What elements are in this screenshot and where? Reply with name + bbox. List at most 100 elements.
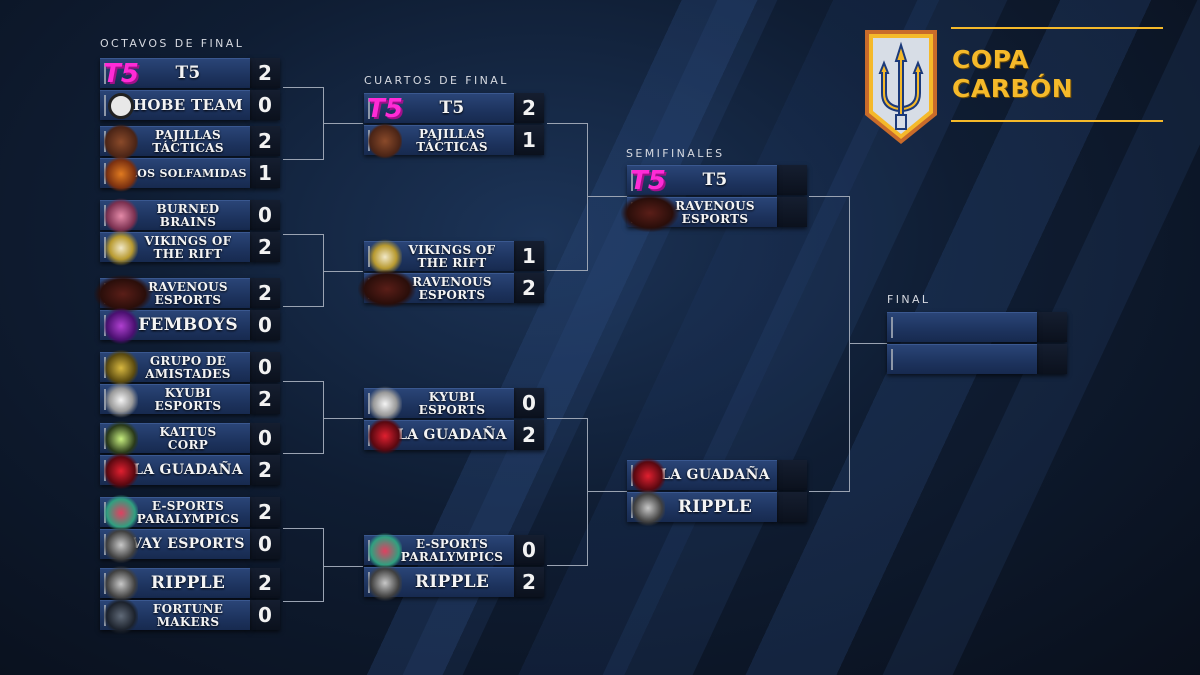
bracket-connector (283, 306, 323, 307)
team-name: E-SPORTS PARALYMPICS (136, 498, 240, 526)
team-name: T5 (702, 170, 728, 190)
team-score: 2 (250, 497, 280, 527)
team-name: VAY ESPORTS (131, 536, 245, 552)
team-name: E-SPORTS PARALYMPICS (400, 536, 504, 564)
bracket-connector (323, 271, 363, 272)
bracket-slot[interactable]: E-SPORTS PARALYMPICS 0 (364, 532, 544, 570)
team-name: PAJILLAS TÁCTICAS (152, 127, 224, 155)
bracket-connector (323, 381, 324, 454)
team-score: 0 (250, 529, 280, 559)
ripple-logo-icon (368, 564, 402, 602)
team-score: 2 (514, 273, 544, 303)
bracket-slot[interactable]: PAJILLAS TÁCTICAS 2 (100, 123, 280, 161)
brand-rule-top (951, 27, 1163, 29)
esports-paralympics-logo-icon (104, 494, 138, 532)
bracket-slot[interactable]: RAVENOUS ESPORTS 2 (94, 275, 280, 313)
bracket-slot[interactable]: FEMBOYS 0 (100, 307, 280, 345)
team-score: 1 (514, 125, 544, 155)
vikings-of-the-rift-logo-icon (368, 238, 402, 276)
bracket-slot[interactable]: FORTUNE MAKERS 0 (100, 597, 280, 635)
team-name: T5 (175, 63, 201, 83)
bracket-slot[interactable]: KATTUS CORP 0 (100, 420, 280, 458)
bracket-connector (547, 565, 587, 566)
vay-esports-logo-icon (104, 526, 138, 564)
kattus-corp-logo-icon (104, 420, 138, 458)
team-score (777, 197, 807, 227)
team-score: 1 (514, 241, 544, 271)
bracket-slot[interactable]: KYUBI ESPORTS 2 (100, 381, 280, 419)
team-score (777, 165, 807, 195)
bracket-connector (283, 159, 323, 160)
pajillas-tacticas-logo-icon (104, 123, 138, 161)
team-score (1037, 344, 1067, 374)
bracket-slot[interactable]: VIKINGS OF THE RIFT 2 (100, 229, 280, 267)
team-score: 2 (250, 126, 280, 156)
bracket-connector (547, 418, 587, 419)
team-score (777, 492, 807, 522)
bracket-slot[interactable]: HOBE TEAM 0 (100, 90, 280, 120)
grupo-de-amistades-logo-icon (104, 349, 138, 387)
team-score: 2 (250, 384, 280, 414)
bracket-slot[interactable]: BURNED BRAINS 0 (100, 197, 280, 235)
bracket-slot[interactable]: T5 T5 2 (100, 58, 280, 89)
team-score: 2 (250, 455, 280, 485)
bracket-slot[interactable]: RAVENOUS ESPORTS (621, 194, 807, 232)
team-name: BURNED BRAINS (156, 201, 220, 229)
bracket-connector (587, 491, 627, 492)
team-score: 0 (250, 90, 280, 120)
bracket-connector (587, 418, 588, 566)
bracket-slot[interactable]: RIPPLE (627, 489, 807, 527)
team-name: LA GUADAÑA (133, 462, 243, 478)
team-score: 0 (514, 535, 544, 565)
team-score: 0 (250, 600, 280, 630)
bracket-slot[interactable]: E-SPORTS PARALYMPICS 2 (100, 494, 280, 532)
bracket-slot[interactable]: LA GUADAÑA 2 (100, 452, 280, 490)
bracket-slot[interactable]: VAY ESPORTS 0 (100, 526, 280, 564)
team-score: 2 (250, 278, 280, 308)
bracket-slot[interactable]: RIPPLE 2 (100, 565, 280, 603)
bracket-connector (547, 123, 587, 124)
bracket-slot[interactable]: LA GUADAÑA 2 (364, 417, 544, 455)
fortune-makers-logo-icon (104, 597, 138, 635)
bracket-slot[interactable]: RAVENOUS ESPORTS 2 (358, 270, 544, 308)
team-score: 0 (250, 310, 280, 340)
bracket-connector (547, 270, 587, 271)
t5-logo-icon: T5 (103, 59, 139, 89)
bracket-connector (283, 453, 323, 454)
bracket-slot[interactable]: GRUPO DE AMISTADES 0 (100, 349, 280, 387)
team-name: T5 (439, 98, 465, 118)
team-name: RIPPLE (414, 572, 490, 592)
team-name: KYUBI ESPORTS (154, 385, 222, 413)
final-slot[interactable] (887, 344, 1067, 374)
bracket-connector (323, 123, 363, 124)
burned-brains-logo-icon (104, 197, 138, 235)
bracket-slot[interactable]: LA GUADAÑA (627, 457, 807, 495)
la-guadana-logo-icon (368, 417, 402, 455)
los-solfamidas-logo-icon (104, 155, 138, 193)
hobe-team-logo-icon (108, 93, 134, 119)
bracket-connector (283, 601, 323, 602)
tournament-title: COPA CARBÓN (952, 45, 1074, 103)
team-score: 2 (250, 568, 280, 598)
bracket-slot[interactable]: VIKINGS OF THE RIFT 1 (364, 238, 544, 276)
ravenous-esports-logo-icon (94, 275, 152, 313)
bracket-connector (587, 196, 627, 197)
team-name: RAVENOUS ESPORTS (148, 279, 228, 307)
team-score: 2 (250, 58, 280, 88)
team-name: RIPPLE (677, 497, 753, 517)
kyubi-esports-logo-icon (368, 385, 402, 423)
final-slot[interactable] (887, 312, 1067, 342)
bracket-slot[interactable]: KYUBI ESPORTS 0 (364, 385, 544, 423)
bracket-slot[interactable]: LOS SOLFAMIDAS 1 (100, 155, 280, 193)
team-name: PAJILLAS TÁCTICAS (416, 126, 488, 154)
bracket-slot[interactable]: PAJILLAS TÁCTICAS 1 (364, 122, 544, 160)
team-score (777, 460, 807, 490)
team-score: 0 (250, 352, 280, 382)
bracket-connector (283, 87, 323, 88)
t5-logo-icon: T5 (367, 94, 403, 124)
team-name: VIKINGS OF THE RIFT (408, 242, 496, 270)
bracket-slot[interactable]: RIPPLE 2 (364, 564, 544, 602)
round-label-semis: SEMIFINALES (626, 147, 725, 160)
